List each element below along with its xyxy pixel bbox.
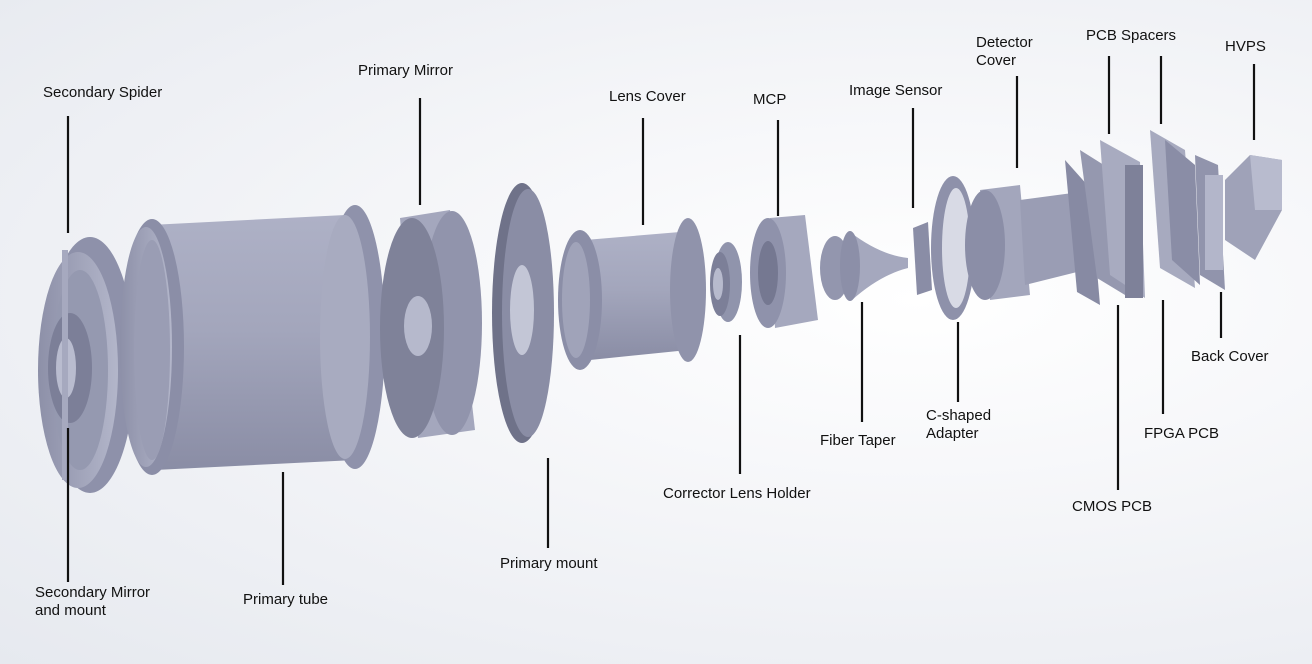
label-secondary-spider: Secondary Spider (43, 84, 163, 101)
label-secondary-mirror-line2: and mount (35, 602, 106, 619)
label-fpga-pcb: FPGA PCB (1144, 425, 1220, 442)
corrector-lens-holder-part (710, 242, 742, 322)
label-primary-tube: Primary tube (243, 591, 329, 608)
label-lens-cover: Lens Cover (609, 88, 686, 105)
label-c-shaped-adapter-line2: Adapter (926, 425, 979, 442)
label-primary-mount: Primary mount (500, 555, 598, 572)
lens-cover-part (558, 218, 706, 370)
label-detector-cover-line2: Cover (976, 52, 1017, 69)
label-pcb-spacers: PCB Spacers (1086, 27, 1177, 44)
label-back-cover: Back Cover (1191, 348, 1269, 365)
back-cover-part (1195, 155, 1225, 290)
detector-cover-part (965, 160, 1100, 305)
label-c-shaped-adapter-line1: C-shaped (926, 407, 992, 424)
label-mcp: MCP (753, 91, 787, 108)
label-secondary-mirror-line1: Secondary Mirror (35, 584, 151, 601)
cmos-pcb-part (1080, 140, 1145, 298)
primary-mirror-part (380, 210, 482, 438)
label-hvps: HVPS (1225, 38, 1266, 55)
c-shaped-adapter-part (931, 176, 975, 320)
label-primary-mirror: Primary Mirror (358, 62, 453, 79)
label-image-sensor: Image Sensor (849, 82, 943, 99)
mcp-part (750, 215, 818, 328)
label-corrector-lens-holder: Corrector Lens Holder (663, 485, 811, 502)
label-fiber-taper: Fiber Taper (820, 432, 896, 449)
fpga-pcb-part (1150, 130, 1200, 288)
primary-tube-part (120, 205, 385, 475)
fiber-taper-part (820, 231, 908, 301)
primary-mount-part (492, 183, 554, 443)
image-sensor-part (913, 222, 932, 295)
hvps-part (1225, 155, 1282, 260)
label-cmos-pcb: CMOS PCB (1072, 498, 1153, 515)
leader-lines (66, 56, 1256, 585)
label-detector-cover-line1: Detector (976, 34, 1033, 51)
